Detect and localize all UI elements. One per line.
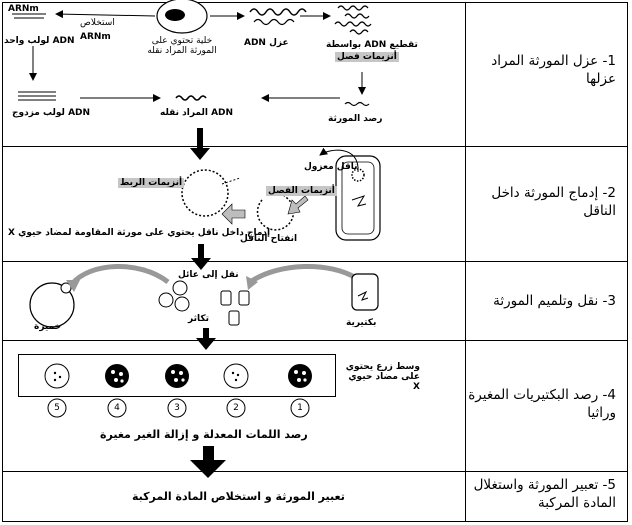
arrow-down-2 xyxy=(191,244,211,270)
arrow-down-3 xyxy=(196,328,216,350)
bacteria-label: بكتيرية xyxy=(346,318,377,328)
cell-caption: خلية تحتوي على المورثة المراد نقله xyxy=(147,36,217,56)
row1-drawing xyxy=(12,0,372,107)
yeast-label: خميرة xyxy=(34,322,62,332)
insert-caption: إدماج داخل ناقل يحتوي على مورثة المقاومة… xyxy=(8,228,271,238)
expression-caption: تعبير المورثة و استخلاص المادة المركبة xyxy=(132,490,345,503)
row2-drawing xyxy=(181,147,381,241)
bacteria-clones xyxy=(220,290,250,326)
petri-dish-3 xyxy=(165,364,189,388)
enzyme-cut-label-2: أنزيمات الفصل xyxy=(266,186,337,196)
cell-nucleus xyxy=(165,9,185,21)
detect-caption: رصد اللمات المعدلة و إزالة الغير مغيرة xyxy=(100,428,308,441)
dish-number-2: 2 xyxy=(233,403,239,413)
adn-transfer-label: ADN المراد نقله xyxy=(160,108,234,118)
isolated-adn-strand xyxy=(249,8,307,16)
step-5-label: 5- تعبير المورثة واستغلال المادة المركبة xyxy=(473,477,616,511)
step-2-label: 2- إدماج المورثة داخل الناقل xyxy=(491,185,616,219)
adn-isolate-label: عزل ADN xyxy=(244,38,289,48)
dish-number-5: 5 xyxy=(54,403,60,413)
detect-gene-label: رصد المورثة xyxy=(328,114,383,124)
double-strand-adn xyxy=(18,91,56,101)
medium-label: وسط زرع يحتوي على مضاد حيوي X xyxy=(345,362,420,392)
recombinant-plasmid xyxy=(181,169,229,217)
arnm-lines xyxy=(12,13,46,19)
enzyme-bind-label: أنزيمات الربط xyxy=(118,178,185,188)
arrow-down-4 xyxy=(190,446,226,478)
enzyme-cut-label-1: أنزيمات فصل xyxy=(335,52,399,62)
transfer-host-label: نقل إلى عائل xyxy=(178,270,239,280)
single-strand-label: ADN لولب واحد xyxy=(4,36,75,46)
extract-label: استخلاص xyxy=(80,18,115,28)
reproduction-label: تكاثر xyxy=(188,314,209,324)
adn-fragments xyxy=(334,5,372,35)
arrow-down-1 xyxy=(190,128,210,160)
step-4-label: 4- رصد البكتيريات المغيرة وراثيا xyxy=(468,387,616,421)
open-vector xyxy=(256,195,295,231)
vector-isolated-label: ناقل معزول xyxy=(304,162,358,172)
petri-dish-4 xyxy=(105,364,129,388)
dish-number-3: 3 xyxy=(174,403,180,413)
step-3-label: 3- نقل وتلميم المورثة xyxy=(493,293,616,309)
arnm-mid-label: ARNm xyxy=(80,32,111,42)
petri-dish-1 xyxy=(288,364,312,388)
dish-number-4: 4 xyxy=(114,403,120,413)
row4-drawing xyxy=(18,354,336,418)
vector-open-label: انفتاح الناقل xyxy=(240,234,298,244)
petri-dish-5 xyxy=(44,363,70,389)
arnm-top-label: ARNm xyxy=(8,4,39,14)
double-strand-label: ADN لولب مزدوج xyxy=(12,108,91,118)
clone-circles xyxy=(158,280,190,312)
yeast-cell xyxy=(29,282,75,328)
step-column: 1- عزل المورثة المراد عزلها 2- إدماج الم… xyxy=(466,0,626,525)
transfer-adn-strand xyxy=(175,95,207,101)
petri-dish-2 xyxy=(223,363,249,389)
dish-number-1: 1 xyxy=(297,403,303,413)
cut-adn-label: تقطيع ADN بواسطة xyxy=(326,40,418,50)
step-1-label: 1- عزل المورثة المراد عزلها xyxy=(491,53,616,87)
row3-drawing xyxy=(29,263,379,328)
